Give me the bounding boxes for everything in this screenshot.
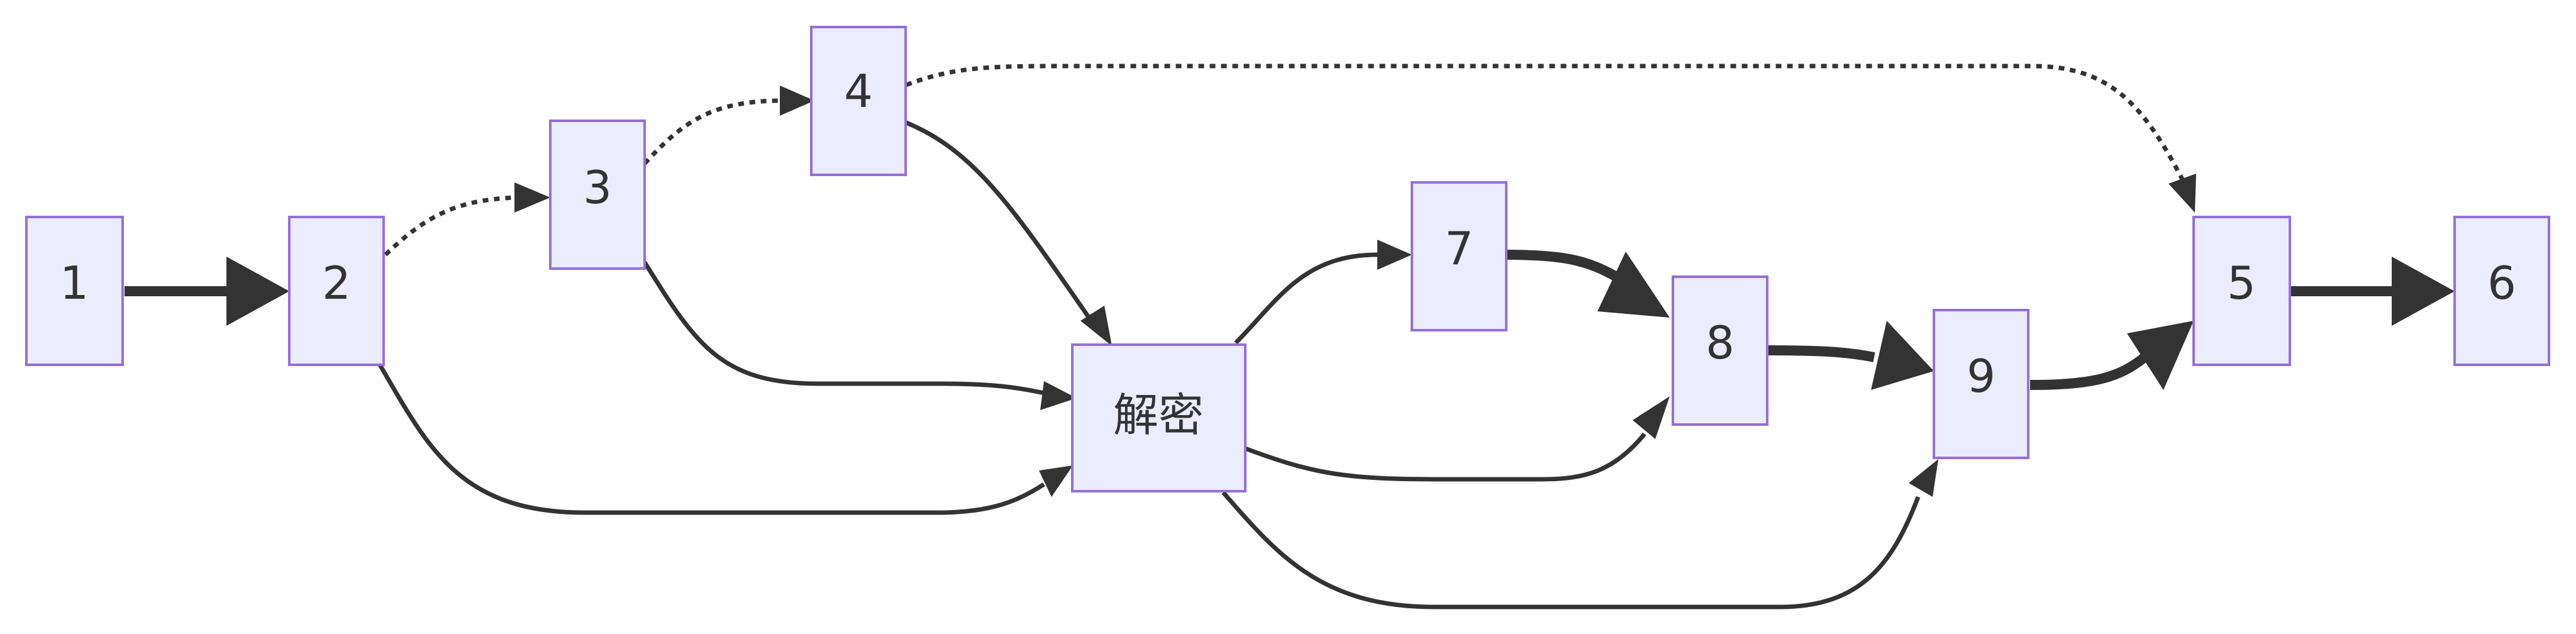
node-7[interactable]: 7: [1411, 181, 1507, 331]
arrowhead-n3: [514, 182, 550, 213]
node-3-label: 3: [583, 161, 612, 214]
edge-n2-decrypt: [377, 364, 1045, 515]
edge-n3-n4: [643, 98, 784, 165]
node-decrypt[interactable]: 解密: [1071, 343, 1246, 492]
arrowhead-n9-from-n8: [1871, 321, 1934, 390]
arrowhead-n5-from-n9: [2127, 321, 2194, 390]
node-9[interactable]: 9: [1933, 309, 2029, 459]
edge-n2-n3: [384, 195, 516, 257]
node-2[interactable]: 2: [288, 216, 385, 366]
node-1-label: 1: [60, 257, 89, 309]
node-6-label: 6: [2487, 257, 2516, 309]
edges: [125, 64, 2455, 609]
node-4[interactable]: 4: [810, 26, 907, 176]
arrowhead-n8-from-decrypt: [1633, 396, 1670, 439]
arrowhead-decrypt-from-n4: [1080, 306, 1112, 346]
node-2-label: 2: [322, 257, 351, 309]
arrowhead-decrypt-from-n3: [1040, 381, 1077, 410]
node-1-box: [25, 216, 124, 366]
arrowhead-n2: [226, 257, 289, 326]
node-3[interactable]: 3: [549, 120, 646, 270]
edge-n4-decrypt: [905, 120, 1093, 322]
node-8[interactable]: 8: [1672, 275, 1768, 426]
node-6-box: [2453, 216, 2550, 366]
edge-n7-n8: [1506, 250, 1619, 281]
edge-n8-n9: [1767, 345, 1875, 362]
node-4-box: [810, 26, 907, 176]
arrowhead-n7: [1377, 240, 1412, 270]
node-1[interactable]: 1: [25, 216, 124, 366]
edge-decrypt-n8: [1244, 432, 1646, 482]
edge-decrypt-n9: [1221, 491, 1921, 609]
edge-n9-n5: [2029, 353, 2148, 390]
node-decrypt-label: 解密: [1113, 389, 1204, 442]
arrowhead-n8-from-n7: [1597, 252, 1670, 318]
arrowhead-n9-from-decrypt: [1909, 459, 1938, 497]
node-6[interactable]: 6: [2453, 216, 2550, 366]
node-8-box: [1672, 275, 1768, 426]
arrowhead-n5-from-n4: [2168, 174, 2196, 213]
node-decrypt-box: [1071, 343, 1246, 492]
node-8-label: 8: [1706, 316, 1735, 369]
node-5-label: 5: [2227, 257, 2256, 309]
arrowhead-n6: [2392, 257, 2455, 326]
node-5-box: [2192, 216, 2291, 366]
arrowhead-decrypt-from-n2: [1039, 465, 1073, 497]
edge-decrypt-n7: [1234, 252, 1378, 345]
node-7-box: [1411, 181, 1507, 331]
node-2-box: [288, 216, 385, 366]
node-3-box: [549, 120, 646, 270]
edge-n3-decrypt: [643, 261, 1045, 396]
node-5[interactable]: 5: [2192, 216, 2291, 366]
node-9-label: 9: [1967, 350, 1996, 403]
node-9-box: [1933, 309, 2029, 459]
nodes: 1 2 3 4 解密 7 8 9: [25, 26, 2550, 492]
node-7-label: 7: [1445, 222, 1474, 275]
edge-n4-n5: [905, 64, 2185, 181]
arrowhead-n4: [780, 86, 814, 116]
node-4-label: 4: [844, 65, 873, 118]
